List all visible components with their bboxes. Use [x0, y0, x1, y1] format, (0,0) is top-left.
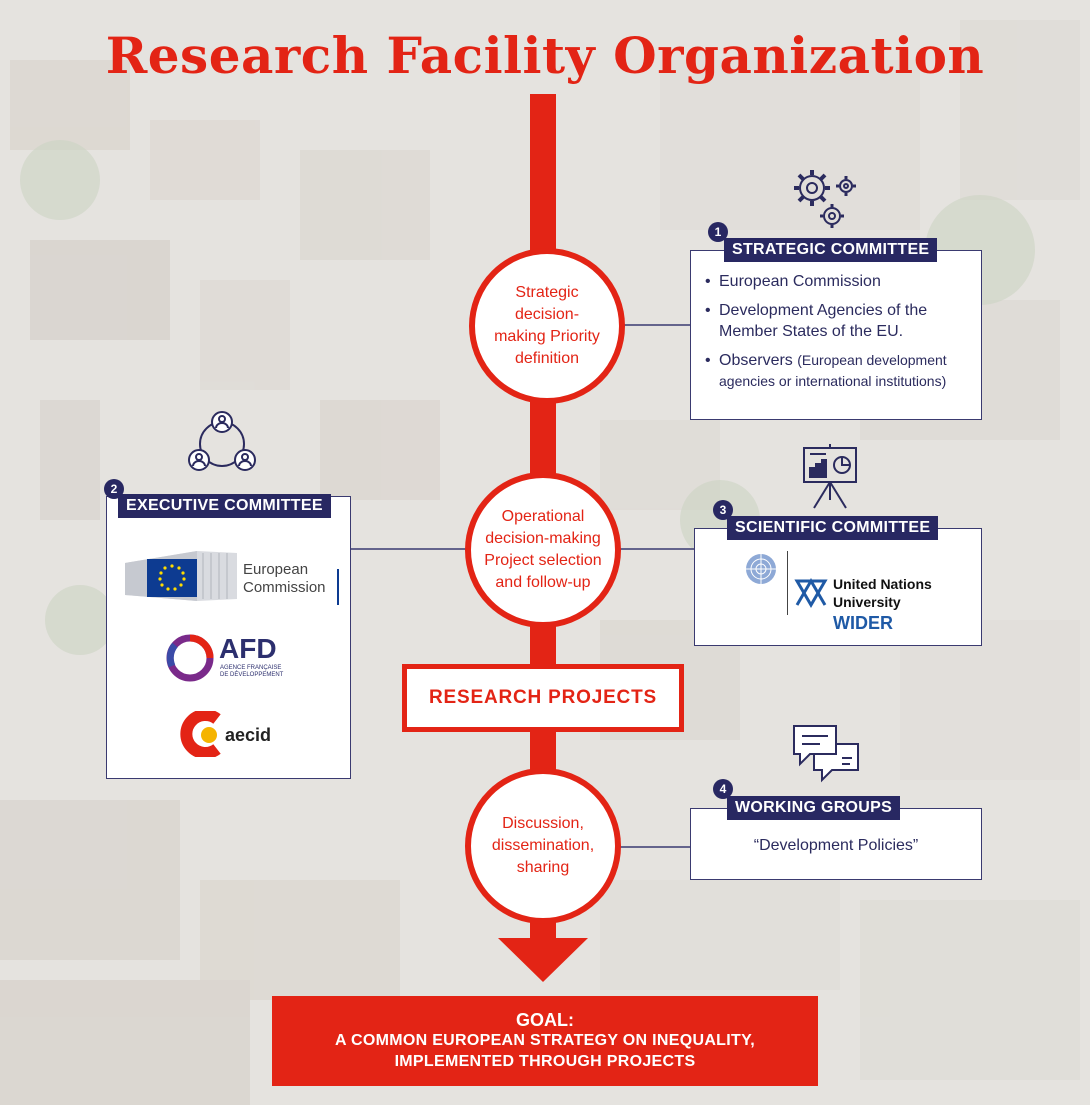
aecid-mark-icon [180, 711, 221, 757]
chat-bubbles-icon [793, 725, 859, 783]
working-number-badge: 4 [713, 779, 733, 799]
strategic-members-list: European Commission Development Agencies… [705, 271, 973, 400]
strategic-committee-header: STRATEGIC COMMITTEE [724, 238, 938, 262]
working-groups-text: “Development Policies” [753, 837, 919, 854]
unu-logo-icon [794, 578, 828, 608]
strategic-decision-label: Strategic decision-making Priority defin… [494, 284, 600, 367]
ec-text-line2: Commission [243, 579, 326, 596]
operational-decision-circle: Operational decision-making Project sele… [465, 472, 621, 628]
european-commission-logo: European Commission [125, 547, 340, 605]
aecid-logo: aecid [179, 711, 299, 761]
observers-detail: (European development agencies or intern… [719, 352, 947, 389]
afd-subtitle: AGENCE FRANÇAISE DE DÉVELOPPEMENT [220, 665, 283, 679]
research-projects-label: RESEARCH PROJECTS [407, 669, 679, 727]
gears-icon [794, 170, 856, 228]
un-divider [787, 551, 788, 615]
unu-line1: United Nations [833, 576, 932, 592]
ec-logo-text: European Commission [243, 561, 326, 597]
flow-arrow-head [498, 938, 588, 982]
afd-name: AFD [219, 633, 277, 664]
member-development-agencies: Development Agencies of the Member State… [705, 300, 973, 342]
scientific-committee-header: SCIENTIFIC COMMITTEE [727, 516, 939, 540]
page-title: Research Facility Organization [105, 26, 985, 85]
strategic-decision-circle: Strategic decision-making Priority defin… [469, 248, 625, 404]
executive-committee-box: European Commission AFD AGENCE FRANÇAISE… [106, 496, 351, 779]
ec-logo-rule [337, 569, 339, 605]
unu-line2: University [833, 594, 901, 610]
goal-line1: A COMMON EUROPEAN STRATEGY ON INEQUALITY… [334, 1032, 756, 1049]
member-observers: Observers (European development agencies… [705, 350, 973, 392]
discussion-circle: Discussion, dissemination, sharing [465, 768, 621, 924]
ec-building-icon [125, 551, 237, 601]
afd-subtitle-line2: DE DÉVELOPPEMENT [220, 672, 284, 678]
un-emblem-icon [746, 554, 776, 584]
people-network-icon [188, 411, 256, 471]
observers-label: Observers [719, 352, 793, 369]
member-european-commission: European Commission [705, 271, 973, 292]
afd-ring-icon [166, 634, 214, 682]
executive-committee-header: EXECUTIVE COMMITTEE [118, 494, 331, 518]
unu-wider: WIDER [833, 613, 893, 633]
working-groups-header: WORKING GROUPS [727, 796, 901, 820]
strategic-committee-box: European Commission Development Agencies… [690, 250, 982, 420]
afd-subtitle-line1: AGENCE FRANÇAISE [220, 665, 282, 671]
unu-text: United Nations University [833, 575, 932, 611]
research-projects-box: RESEARCH PROJECTS [402, 664, 684, 732]
scientific-committee-box: United Nations University WIDER [694, 528, 982, 646]
strategic-number-badge: 1 [708, 222, 728, 242]
afd-logo: AFD AGENCE FRANÇAISE DE DÉVELOPPEMENT [163, 631, 293, 687]
discussion-label: Discussion, dissemination, sharing [491, 815, 595, 876]
aecid-name: aecid [225, 725, 272, 745]
presentation-board-icon [803, 444, 857, 509]
scientific-number-badge: 3 [713, 500, 733, 520]
goal-title: GOAL: [516, 1010, 574, 1030]
goal-box: GOAL: A COMMON EUROPEAN STRATEGY ON INEQ… [272, 996, 818, 1086]
goal-line2: IMPLEMENTED THROUGH PROJECTS [394, 1053, 696, 1070]
ec-text-line1: European [243, 561, 309, 578]
executive-number-badge: 2 [104, 479, 124, 499]
operational-decision-label: Operational decision-making Project sele… [484, 508, 602, 591]
